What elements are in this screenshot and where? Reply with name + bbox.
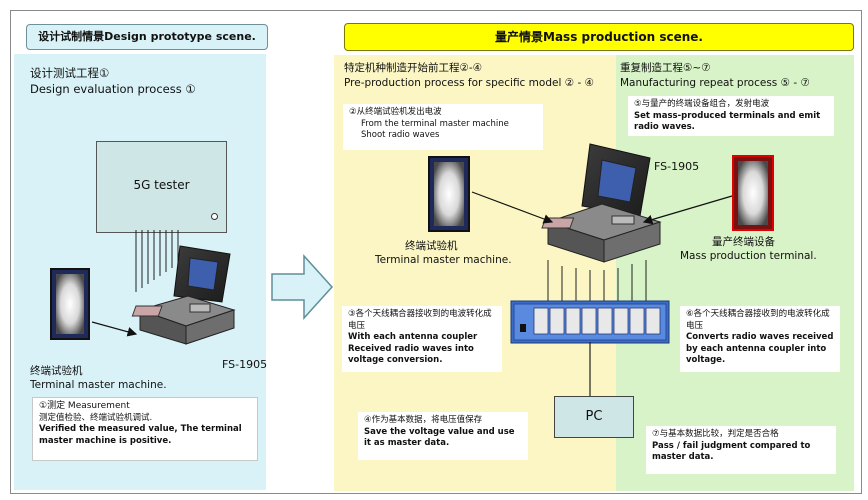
arrow-terminal-to-box-pre xyxy=(471,191,554,224)
pre-process-title-cn: 特定机种制造开始前工程②-④ xyxy=(344,62,483,74)
pre-process-title-en: Pre-production process for specific mode… xyxy=(344,77,594,89)
terminal-label-en-pre: Terminal master machine. xyxy=(375,254,512,266)
fs1905-label-main: FS-1905 xyxy=(654,160,700,173)
note-convert-to-voltage: ⑥各个天线耦合器接收到的电波转化成电压 Converts radio waves… xyxy=(680,306,840,372)
note-save-master-data: ④作为基本数据，将电压值保存 Save the voltage value an… xyxy=(358,412,528,460)
fs1905-shield-box-design xyxy=(131,245,236,345)
pc-box: PC xyxy=(554,396,634,438)
note-shoot-radio-waves: ②从终端试验机发出电波 From the terminal master mac… xyxy=(343,104,543,150)
tester-cables xyxy=(135,230,179,292)
note6-en: Converts radio waves received by each an… xyxy=(686,332,834,365)
mass-scene-header: 量产情景Mass production scene. xyxy=(344,23,854,51)
process-flow-arrow xyxy=(271,254,334,320)
note2-en-line2: Shoot radio waves xyxy=(361,130,440,140)
arrow-terminal-to-box-mass xyxy=(642,195,733,225)
design-process-title-cn: 设计测试工程① xyxy=(30,66,110,80)
terminal-master-machine-pre xyxy=(428,156,470,232)
note1-heading: ①测定 Measurement xyxy=(39,401,130,411)
note-measurement: ①测定 Measurement 测定值检验、终端试验机调试. Verified … xyxy=(32,397,258,461)
note5-en: Set mass-produced terminals and emit rad… xyxy=(634,110,821,133)
design-process-title-en: Design evaluation process ① xyxy=(30,82,196,96)
note2-en-line1: From the terminal master machine xyxy=(361,118,509,129)
terminal-master-machine-design xyxy=(50,268,90,340)
fs1905-label-design: FS-1905 xyxy=(222,358,268,371)
note3-cn: ③各个天线耦合器接收到的电波转化成电压 xyxy=(348,309,492,331)
rack-to-pc-cable xyxy=(589,342,591,398)
mass-production-terminal xyxy=(732,155,774,231)
mass-process-title-en: Manufacturing repeat process ⑤ - ⑦ xyxy=(620,77,810,89)
arrow-terminal-to-box-design xyxy=(91,321,138,337)
note1-en: Verified the measured value, The termina… xyxy=(39,424,242,446)
terminal-label-en-design: Terminal master machine. xyxy=(30,379,167,391)
note2-cn: ②从终端试验机发出电波 xyxy=(349,107,442,117)
coupler-cables xyxy=(547,260,647,302)
note7-en: Pass / fail judgment compared to master … xyxy=(652,440,811,463)
terminal-label-cn-design: 终端试验机 xyxy=(30,365,83,377)
5g-tester-label: 5G tester xyxy=(133,178,190,192)
antenna-coupler-rack xyxy=(510,300,670,344)
note7-cn: ⑦与基本数据比较，判定是否合格 xyxy=(652,429,779,439)
tester-indicator-icon xyxy=(211,213,218,220)
5g-tester-box: 5G tester xyxy=(96,141,227,233)
note6-cn: ⑥各个天线耦合器接收到的电波转化成电压 xyxy=(686,309,830,331)
mass-terminal-label-en: Mass production terminal. xyxy=(680,250,817,262)
note1-cn: 测定值检验、终端试验机调试. xyxy=(39,412,153,423)
note4-en: Save the voltage value and use it as mas… xyxy=(364,426,515,449)
note3-en: With each antenna coupler Received radio… xyxy=(348,332,478,365)
note4-cn: ④作为基本数据，将电压值保存 xyxy=(364,415,483,425)
mass-process-title-cn: 重复制造工程⑤~⑦ xyxy=(620,62,711,74)
note-set-mass-terminals: ⑤与量产的终端设备组合，发射电波 Set mass-produced termi… xyxy=(628,96,834,136)
fs1905-shield-box-main xyxy=(541,143,662,263)
note-pass-fail-judgment: ⑦与基本数据比较，判定是否合格 Pass / fail judgment com… xyxy=(646,426,836,474)
note-antenna-coupler-conversion: ③各个天线耦合器接收到的电波转化成电压 With each antenna co… xyxy=(342,306,502,372)
terminal-label-cn-pre: 终端试验机 xyxy=(405,240,458,252)
mass-terminal-label-cn: 量产终端设备 xyxy=(712,236,775,248)
design-scene-header: 设计试制情景Design prototype scene. xyxy=(26,24,268,50)
note5-cn: ⑤与量产的终端设备组合，发射电波 xyxy=(634,99,770,109)
